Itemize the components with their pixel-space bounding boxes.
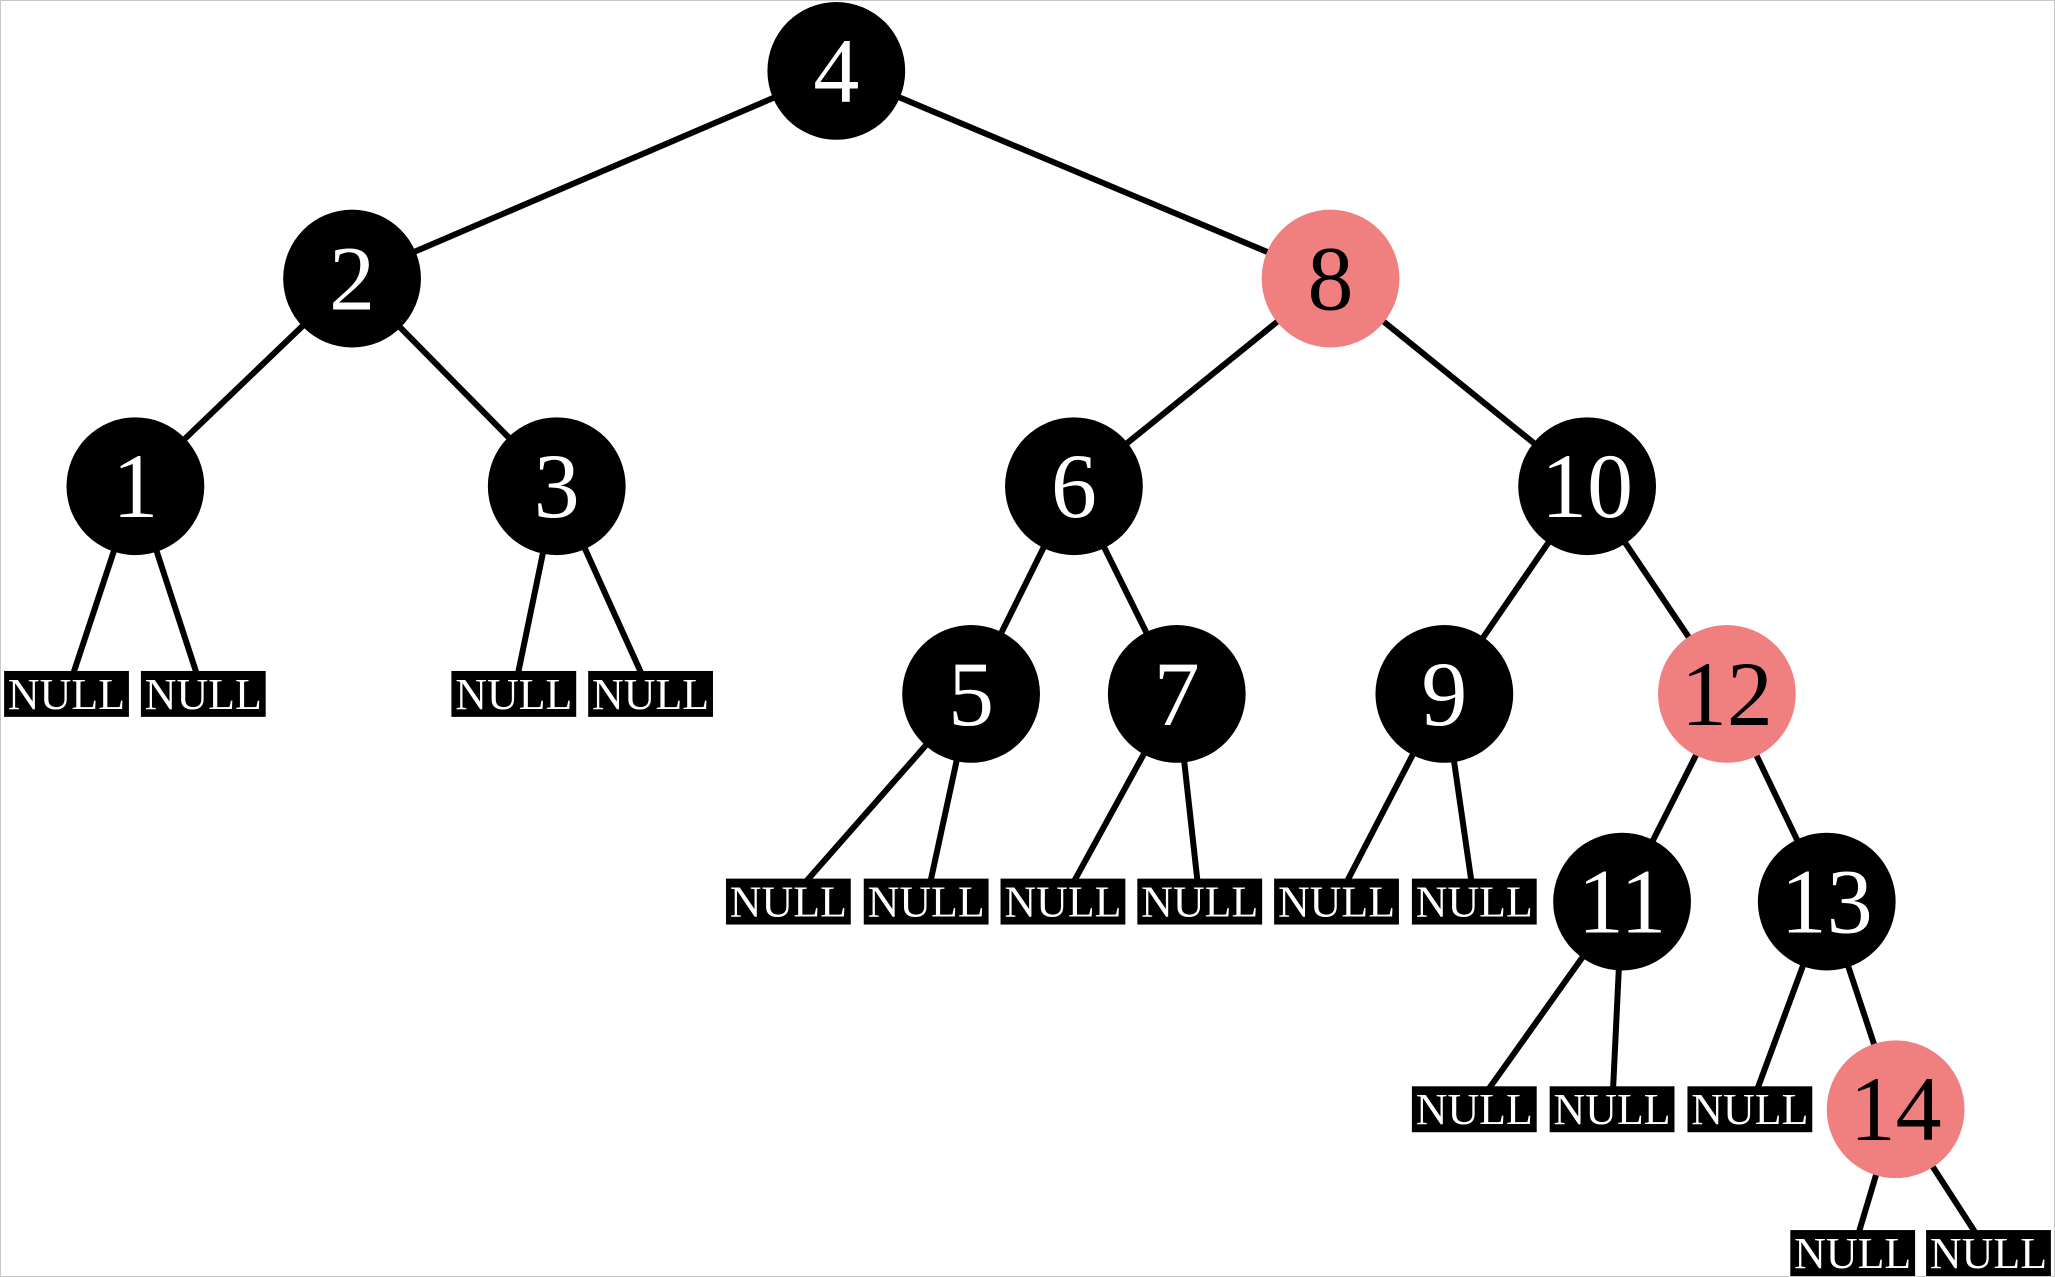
null-leaf-label: NULL (1416, 1085, 1533, 1134)
null-leaf-label: NULL (1416, 878, 1533, 927)
tree-edge-n4-n8 (835, 68, 1332, 282)
null-leaf-box (1274, 878, 1399, 925)
null-leaf-box (1000, 878, 1126, 925)
null-leaf-label: NULL (1691, 1085, 1808, 1134)
tree-node-label: 4 (813, 20, 859, 122)
tree-edge-n4-n2 (350, 68, 838, 282)
null-leaf-label: NULL (1278, 878, 1395, 927)
null-leaf-label: NULL (1794, 1229, 1911, 1276)
tree-node-label: 5 (948, 643, 994, 745)
tree-node-label: 10 (1541, 435, 1633, 537)
tree-node-14-red (1826, 1040, 1965, 1179)
null-leaf-label: NULL (868, 878, 985, 927)
null-leaf-box (4, 670, 129, 717)
null-leaf-label: NULL (1141, 878, 1258, 927)
tree-node-7-black (1107, 625, 1246, 763)
null-leaf-label: NULL (592, 670, 709, 719)
null-leaf-label: NULL (1554, 1085, 1671, 1134)
tree-node-label: 1 (112, 435, 158, 537)
null-leaves-layer: NULL NULL NULL NULL NULL NULL NULL NULL NULL NULL… (4, 670, 2051, 1276)
null-leaf-box (1549, 1086, 1675, 1133)
tree-node-13-black (1757, 832, 1896, 971)
null-leaf-box (1926, 1230, 2051, 1276)
null-leaf-box (1687, 1086, 1813, 1133)
tree-node-4-black (767, 1, 906, 140)
tree-node-label: 11 (1578, 851, 1666, 953)
tree-node-label: 6 (1051, 435, 1097, 537)
null-leaf-box (1790, 1230, 1916, 1276)
tree-node-5-black (902, 625, 1040, 763)
null-leaf-label: NULL (1004, 878, 1121, 927)
tree-node-label: 7 (1154, 643, 1200, 745)
tree-node-10-black (1518, 417, 1657, 556)
tree-node-12-red (1658, 625, 1796, 763)
tree-node-label: 2 (329, 228, 375, 330)
tree-node-11-black (1553, 832, 1691, 971)
tree-node-label: 14 (1850, 1058, 1942, 1160)
null-leaf-label: NULL (145, 670, 262, 719)
null-leaf-box (1411, 878, 1537, 925)
null-leaf-label: NULL (455, 670, 572, 719)
null-leaf-label: NULL (1930, 1229, 2047, 1276)
null-leaf-box (863, 878, 989, 925)
tree-node-label: 12 (1681, 643, 1773, 745)
tree-node-1-black (66, 417, 205, 556)
tree-node-label: 9 (1421, 643, 1467, 745)
null-leaf-box (140, 670, 266, 717)
null-leaf-box (451, 670, 577, 717)
null-leaf-box (725, 878, 851, 925)
tree-node-label: 13 (1781, 851, 1873, 953)
tree-node-8-red (1261, 209, 1400, 348)
tree-node-label: 3 (534, 435, 580, 537)
null-leaf-box (1137, 878, 1263, 925)
tree-node-6-black (1005, 417, 1143, 556)
null-leaf-box (1411, 1086, 1537, 1133)
tree-node-label: 8 (1308, 228, 1354, 330)
null-leaf-box (588, 670, 713, 717)
tree-node-3-black (487, 417, 626, 556)
tree-node-9-black (1375, 625, 1514, 763)
null-leaf-label: NULL (730, 878, 847, 927)
null-leaf-label: NULL (8, 670, 125, 719)
tree-node-2-black (283, 209, 421, 348)
